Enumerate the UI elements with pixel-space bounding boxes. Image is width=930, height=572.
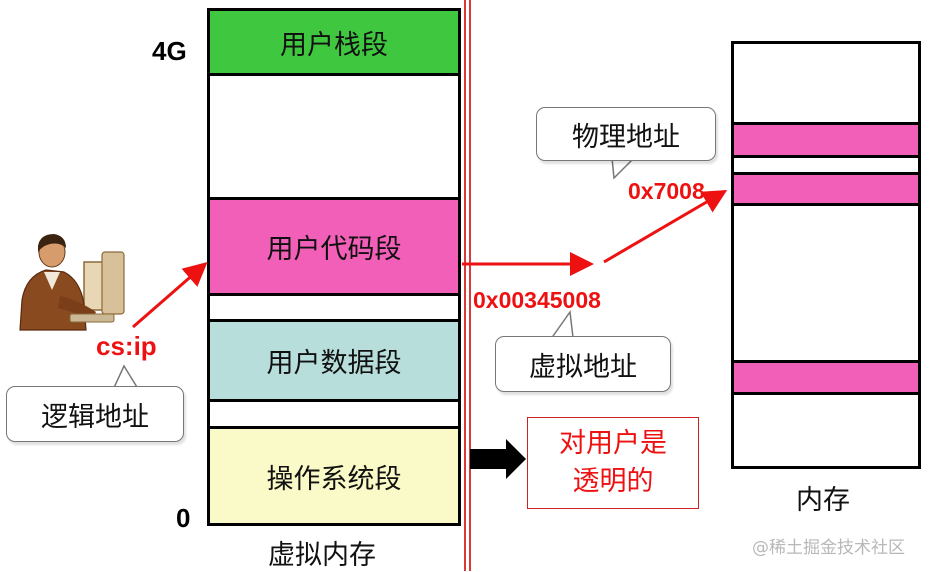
virtual-address-callout: 虚拟地址 <box>495 336 671 392</box>
virtual-address-value: 0x00345008 <box>473 287 601 313</box>
virtual-address-label: 虚拟地址 <box>529 351 637 383</box>
code-segment-label: 用户代码段 <box>266 234 402 265</box>
memory-block <box>731 172 921 206</box>
code-segment: 用户代码段 <box>207 197 461 296</box>
os-segment-label: 操作系统段 <box>266 463 402 495</box>
physical-callout-tail <box>611 157 636 180</box>
os-segment: 操作系统段 <box>207 426 461 526</box>
transparency-note: 对用户是 透明的 <box>527 417 699 509</box>
data-segment-label: 用户数据段 <box>266 348 402 379</box>
transparency-note-line2: 透明的 <box>572 466 654 497</box>
physical-address-label: 物理地址 <box>572 121 680 153</box>
bottom-address-label: 0 <box>176 503 191 533</box>
physical-pointer-arrow <box>603 189 728 264</box>
data-segment: 用户数据段 <box>207 319 461 402</box>
stack-segment-label: 用户栈段 <box>280 29 388 61</box>
physical-memory-caption: 内存 <box>796 485 850 516</box>
right-arrow-icon <box>470 439 526 479</box>
stack-segment: 用户栈段 <box>207 8 461 76</box>
memory-block <box>731 360 921 395</box>
memory-block <box>731 122 921 158</box>
physical-memory-frame <box>731 41 921 469</box>
physical-address-value: 0x7008 <box>628 178 705 204</box>
transparency-note-line1: 对用户是 <box>559 428 667 459</box>
logical-address-label: 逻辑地址 <box>41 401 149 433</box>
logical-to-virtual-arrow <box>132 262 208 329</box>
logical-address-callout: 逻辑地址 <box>6 386 184 442</box>
watermark: @稀土掘金技术社区 <box>752 538 905 558</box>
logical-address-value: cs:ip <box>96 331 157 361</box>
virtual-memory-caption: 虚拟内存 <box>268 540 376 571</box>
top-address-label: 4G <box>152 36 187 66</box>
physical-address-callout: 物理地址 <box>536 107 716 161</box>
